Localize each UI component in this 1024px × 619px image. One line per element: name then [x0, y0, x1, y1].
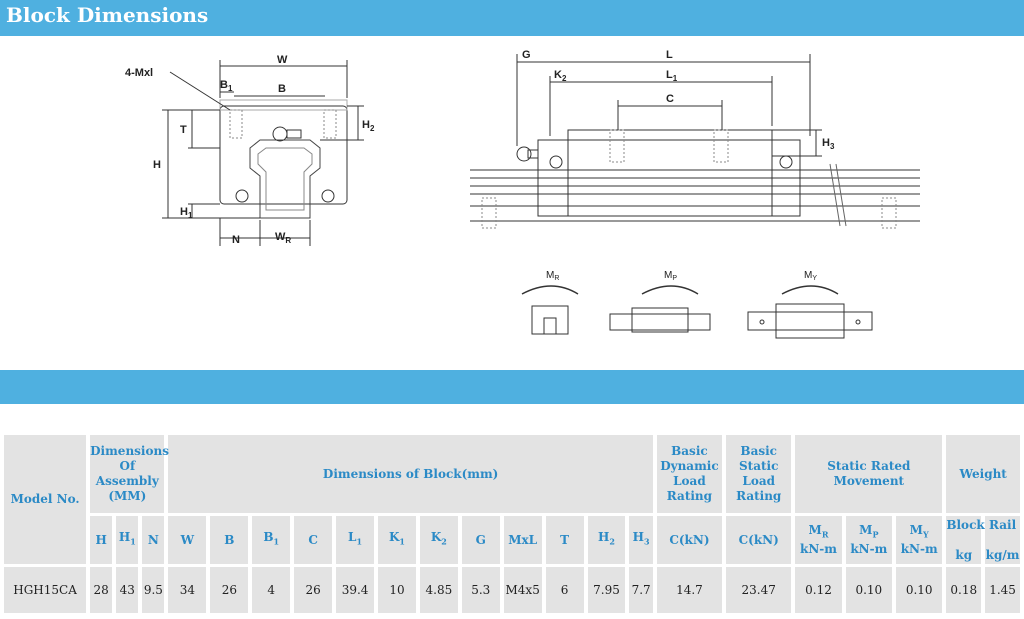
side-view-drawing: G K2 L L1 C H3	[470, 49, 920, 229]
cell-c: 26	[294, 567, 333, 613]
l-label: L	[666, 49, 673, 61]
col-h: H	[90, 516, 113, 564]
k2-label: K2	[554, 69, 567, 83]
mp-label: MP	[664, 270, 677, 282]
cell-h3: 7.7	[629, 567, 653, 613]
weight-header: Weight	[946, 435, 1020, 513]
cell-h1: 43	[116, 567, 139, 613]
cell-t: 6	[545, 567, 584, 613]
assembly-header: Dimensions Of Assembly (MM)	[90, 435, 169, 513]
h3-label: H3	[822, 137, 835, 151]
cell-l1: 39.4	[336, 567, 374, 613]
cell-k1: 10	[378, 567, 416, 613]
cell-h2: 7.95	[587, 567, 626, 613]
cell-g: 5.3	[461, 567, 500, 613]
col-b1: B1	[252, 516, 291, 564]
block-header: Dimensions of Block(mm)	[168, 435, 653, 513]
col-dynamic-unit: C(kN)	[656, 516, 723, 564]
c-label: C	[666, 93, 674, 105]
cell-model: HGH15CA	[4, 567, 87, 613]
cell-k2: 4.85	[419, 567, 458, 613]
spec-table: Model No. Dimensions Of Assembly (MM) Di…	[0, 432, 1024, 616]
my-label: MY	[804, 270, 817, 282]
moment-header: Static Rated Movement	[795, 435, 943, 513]
col-g: G	[461, 516, 500, 564]
b1-label: B1	[220, 79, 233, 93]
t-label: T	[180, 124, 187, 136]
cell-dynamic: 14.7	[656, 567, 723, 613]
moment-diagrams: MR MP MY	[521, 270, 873, 339]
col-l1: L1	[336, 516, 374, 564]
col-t: T	[545, 516, 584, 564]
col-n: N	[142, 516, 165, 564]
n-label: N	[232, 234, 240, 246]
model-header: Model No.	[4, 435, 87, 564]
h2-label: H2	[362, 119, 375, 133]
col-k1: K1	[378, 516, 416, 564]
cell-my: 0.10	[896, 567, 943, 613]
h1-label: H1	[180, 206, 193, 220]
col-w: W	[168, 516, 207, 564]
col-mxl: MxL	[503, 516, 542, 564]
b-label: B	[278, 83, 286, 95]
mr-label: MR	[546, 270, 559, 282]
col-h1: H1	[116, 516, 139, 564]
cell-w: 34	[168, 567, 207, 613]
cell-block-kg: 0.18	[946, 567, 982, 613]
cell-mr: 0.12	[795, 567, 842, 613]
g-label: G	[522, 49, 531, 61]
cell-b1: 4	[252, 567, 291, 613]
col-static-unit: C(kN)	[726, 516, 792, 564]
page-title: Block Dimensions	[6, 3, 209, 27]
col-h2: H2	[587, 516, 626, 564]
cell-h: 28	[90, 567, 113, 613]
cell-n: 9.5	[142, 567, 165, 613]
cell-rail-kgm: 1.45	[985, 567, 1020, 613]
title-bar	[0, 0, 1024, 36]
col-b: B	[210, 516, 249, 564]
wr-label: WR	[275, 231, 291, 245]
l1-label: L1	[666, 69, 678, 83]
front-view-drawing: 4-Mxl W B1 B T H H2 H1 N WR	[125, 54, 375, 246]
static-header: Basic Static Load Rating	[726, 435, 792, 513]
section-band	[0, 370, 1024, 404]
col-h3: H3	[629, 516, 653, 564]
cell-static: 23.47	[726, 567, 792, 613]
dynamic-header: Basic Dynamic Load Rating	[656, 435, 723, 513]
h-label: H	[153, 159, 161, 171]
cell-mp: 0.10	[845, 567, 892, 613]
w-label: W	[277, 54, 288, 66]
col-c: C	[294, 516, 333, 564]
cell-b: 26	[210, 567, 249, 613]
mxl-label: 4-Mxl	[125, 67, 153, 79]
col-k2: K2	[419, 516, 458, 564]
cell-mxl: M4x5	[503, 567, 542, 613]
